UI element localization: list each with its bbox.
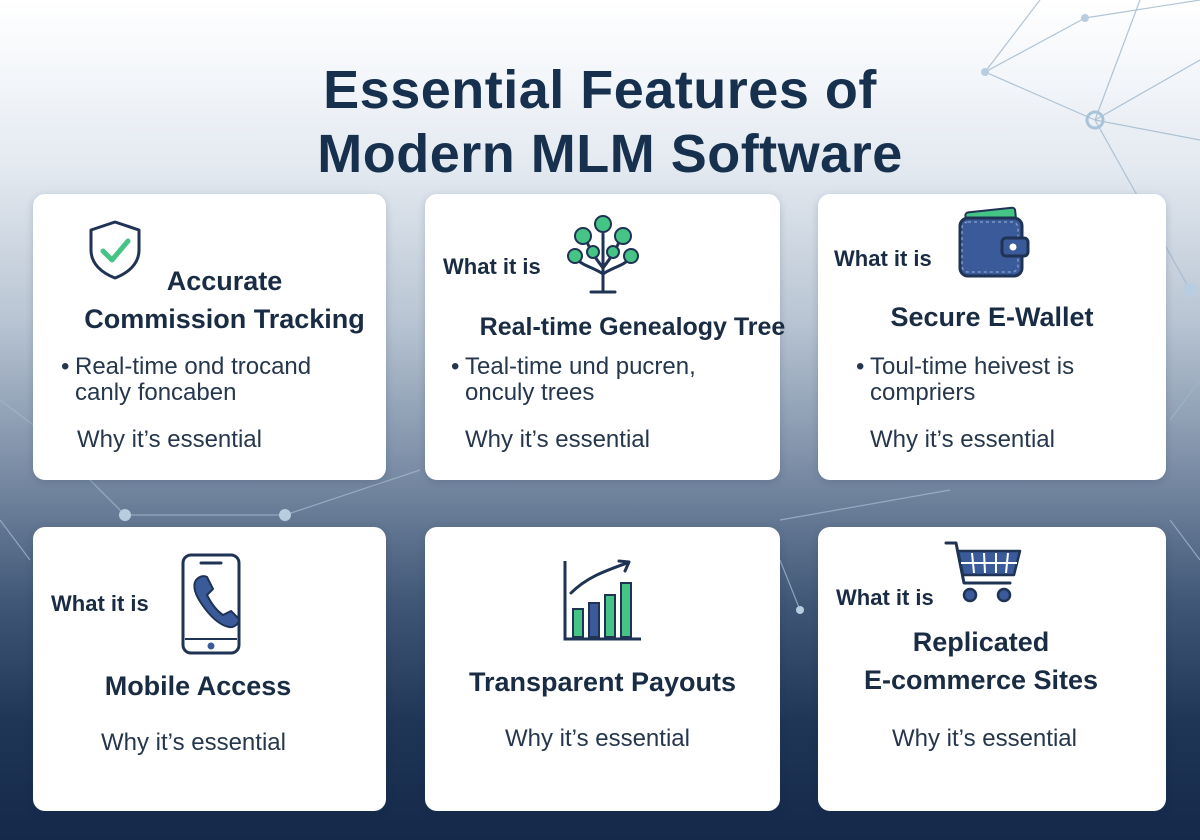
why-essential-label: Why it’s essential [465, 426, 650, 453]
feature-card-commission-tracking: Accurate Commission Tracking • Real-time… [33, 194, 386, 480]
title-line-1: Essential Features of [323, 60, 877, 120]
shield-check-icon [83, 218, 147, 282]
feature-card-e-wallet: What it is Secure E-Wallet • Toul-time h… [818, 194, 1166, 480]
why-essential-label: Why it’s essential [505, 725, 690, 752]
card-heading: Real-time Genealogy Tree [479, 313, 786, 341]
card-bullet-text: • Toul-time heivest is compriers [856, 353, 1160, 406]
why-essential-label: Why it’s essential [77, 426, 262, 453]
card-bullet-text: • Real-time ond trocand canly foncaben [61, 353, 375, 406]
bullet-line-2: compriers [870, 379, 976, 406]
genealogy-tree-icon [565, 212, 641, 296]
card-heading: Transparent Payouts [468, 667, 737, 697]
card-heading-line-2: Commission Tracking [84, 304, 365, 334]
bullet-line-2: onculy trees [465, 379, 595, 406]
card-heading-line-1: Replicated [912, 627, 1050, 657]
feature-card-mobile-access: What it is Mobile Access Why it’s essent… [33, 527, 386, 811]
what-it-is-label: What it is [836, 585, 934, 610]
bullet-line-2: canly foncaben [75, 379, 237, 406]
wallet-icon [952, 204, 1032, 280]
bullet-line-1: Teal-time und pucren, [465, 353, 696, 380]
shopping-cart-icon [944, 539, 1024, 609]
why-essential-label: Why it’s essential [870, 426, 1055, 453]
bar-chart-growth-icon [561, 557, 645, 643]
feature-card-transparent-payouts: Transparent Payouts Why it’s essential [425, 527, 780, 811]
feature-card-genealogy-tree: What it is Real-time Genealo [425, 194, 785, 480]
page-title: Essential Features of Modern MLM Softwar… [0, 58, 1200, 186]
card-bullet-text: • Teal-time und pucren, onculy trees [451, 353, 765, 406]
what-it-is-label: What it is [51, 591, 149, 616]
why-essential-label: Why it’s essential [101, 729, 286, 756]
mobile-phone-icon [179, 553, 249, 657]
card-heading-line-2: E-commerce Sites [863, 665, 1099, 695]
why-essential-label: Why it’s essential [892, 725, 1077, 752]
what-it-is-label: What it is [834, 246, 932, 271]
card-heading: Secure E-Wallet [890, 302, 1094, 332]
feature-card-replicated-ecommerce: What it is Replicated E-commerce Sites W… [818, 527, 1166, 811]
what-it-is-label: What it is [443, 254, 541, 279]
bullet-line-1: Toul-time heivest is [870, 353, 1075, 380]
card-heading-line-1: Accurate [166, 266, 283, 296]
card-heading: Mobile Access [104, 671, 292, 701]
bullet-line-1: Real-time ond trocand [75, 353, 312, 380]
title-line-2: Modern MLM Software [317, 124, 903, 184]
